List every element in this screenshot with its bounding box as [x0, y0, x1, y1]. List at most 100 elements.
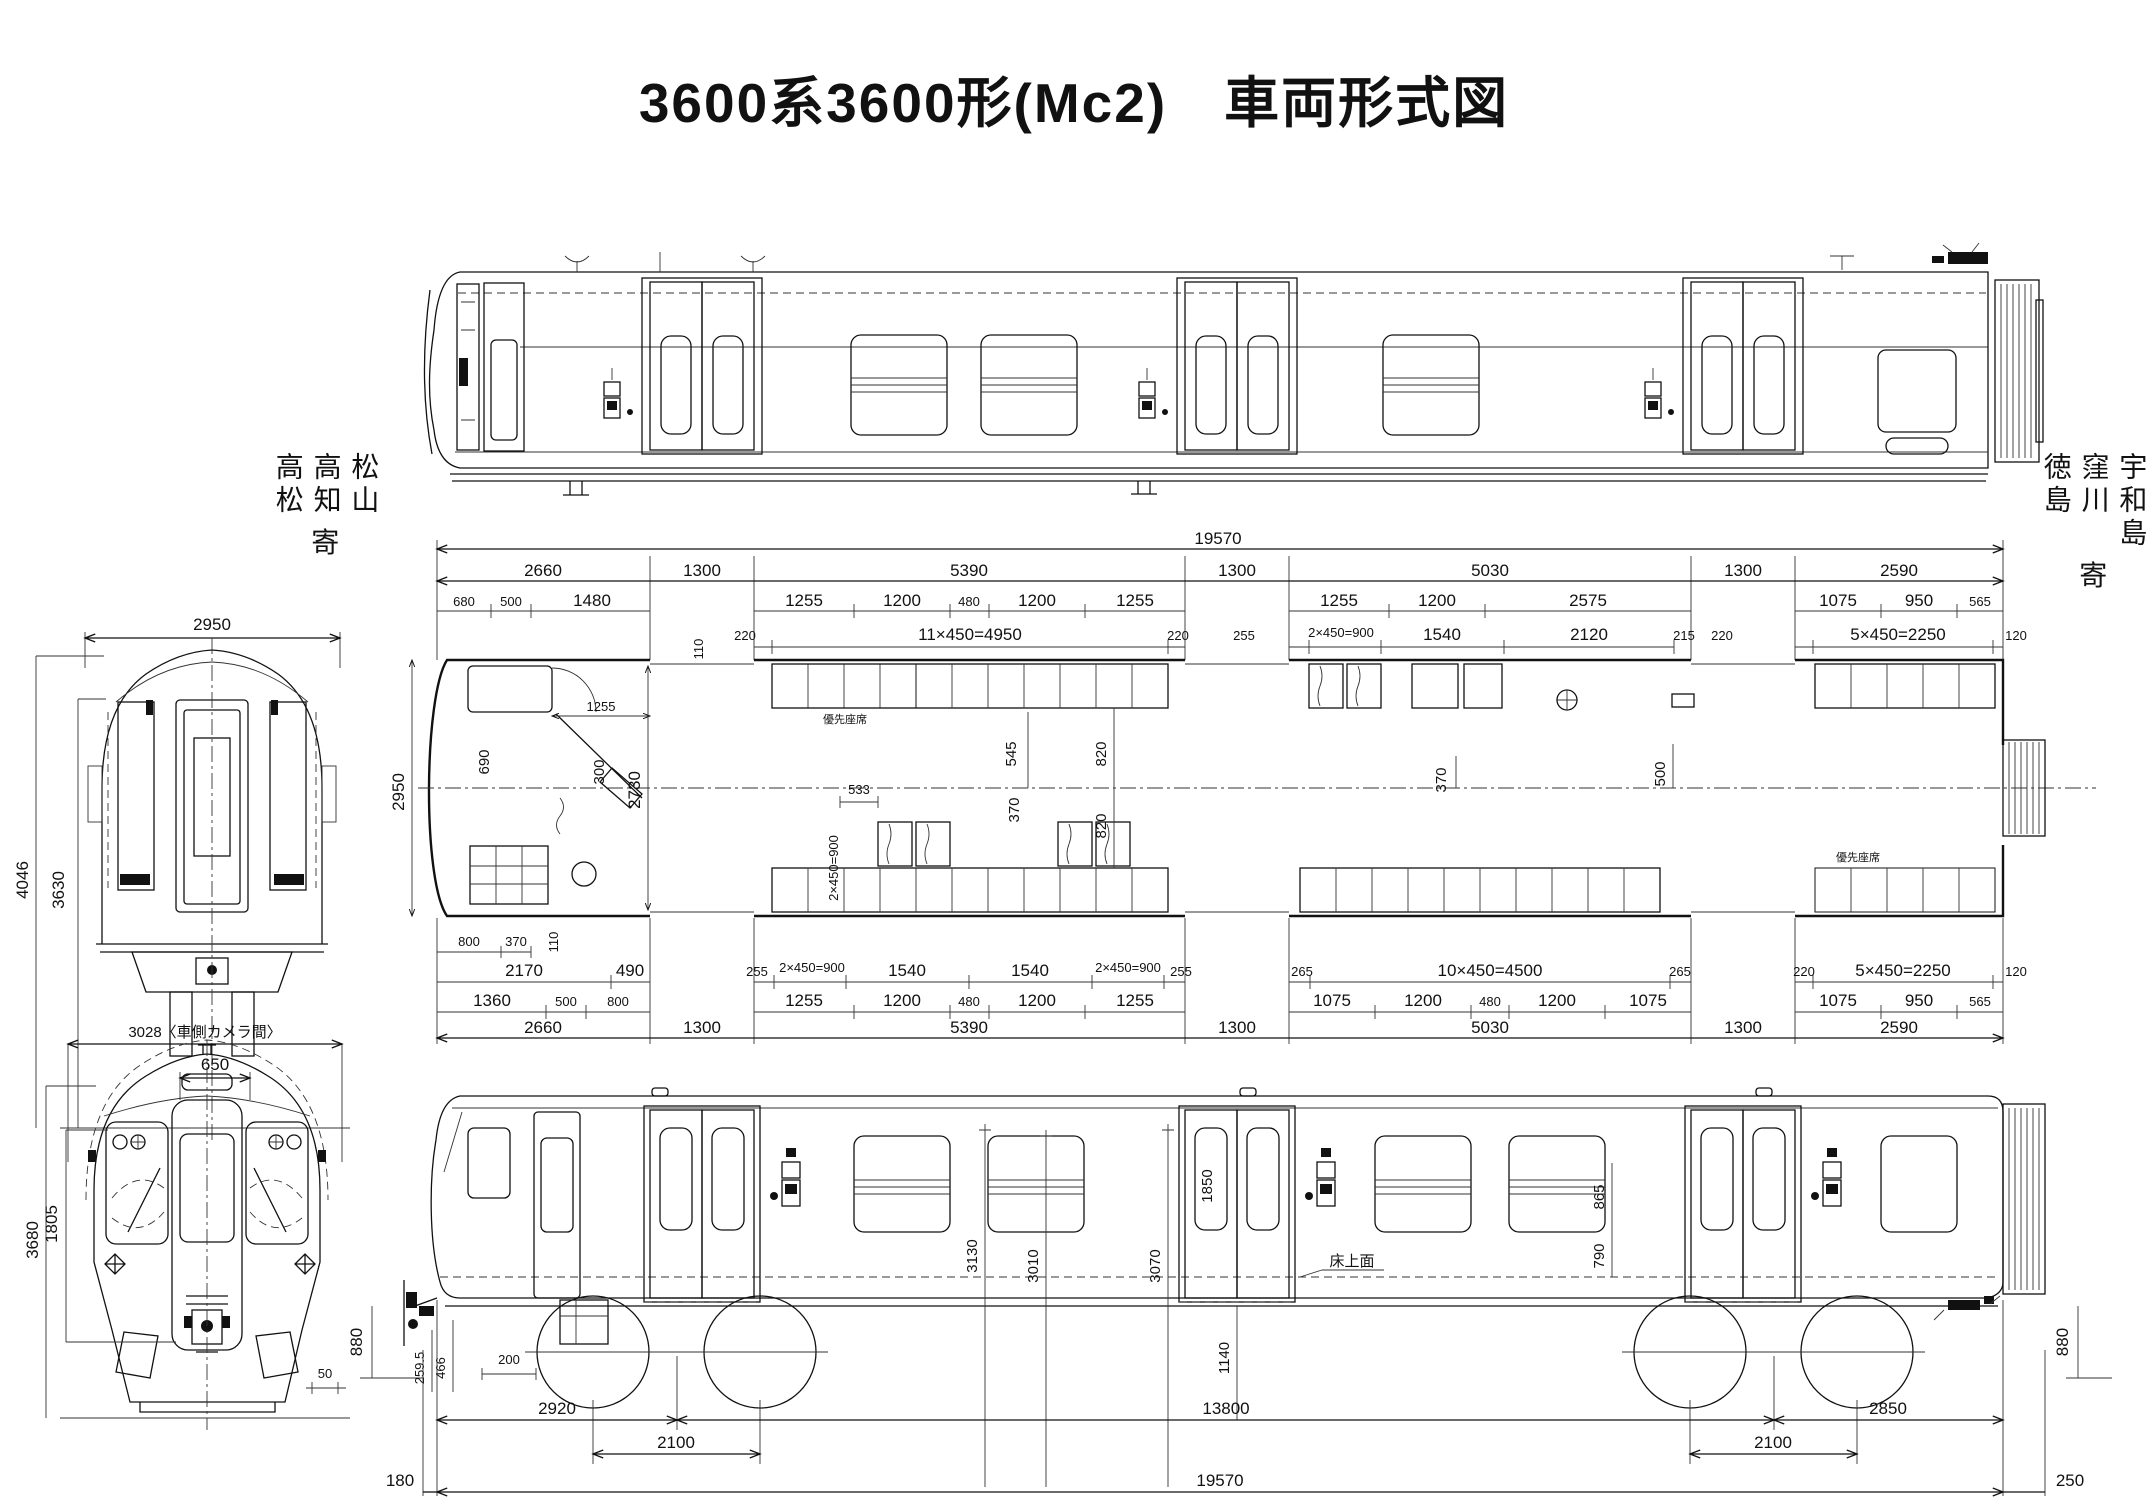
dim-label: 2×450=900: [826, 835, 841, 901]
dim-label: 2100: [1754, 1433, 1792, 1452]
dim-label: 265: [1669, 964, 1691, 979]
side-window: [1382, 334, 1480, 436]
coupler-left: [403, 1280, 438, 1346]
dim-label: 2590: [1880, 1018, 1918, 1037]
side-window: [987, 1135, 1085, 1233]
priority-seat-label: 優先座席: [1836, 850, 1880, 864]
door-control-icon: [770, 1148, 801, 1207]
dim-label: 110: [546, 932, 561, 953]
direction-right-suffix: 寄: [2079, 560, 2108, 591]
pole-symbol: [1556, 689, 1578, 711]
dim-label: 259.5: [412, 1352, 427, 1385]
side-window: [980, 334, 1078, 436]
dim-label: 790: [1591, 1243, 1608, 1268]
roof-vent: [1755, 1087, 1773, 1097]
dim-label: 565: [1969, 594, 1991, 609]
wiper-icon: [253, 1167, 287, 1233]
jack-point-icon: [294, 1253, 316, 1275]
drawing-title: 3600系3600形(Mc2) 車両形式図: [638, 72, 1510, 134]
priority-seat-area: [1814, 867, 1996, 913]
dim-label: 120: [2005, 964, 2027, 979]
coupler-right: [1933, 1295, 2001, 1321]
cab-side-window: [467, 1127, 511, 1199]
gangway-bellows: [2002, 1103, 2046, 1295]
dim-label: 1075: [1629, 991, 1667, 1010]
dim-label: 500: [1652, 761, 1669, 786]
side-elevation: 3130 3010 3070 1850 1140 865 790 床上面 880…: [347, 1087, 2112, 1496]
dim-label: 370: [505, 934, 527, 949]
underframe: [131, 951, 293, 1057]
dim-label: 2660: [524, 561, 562, 580]
dim-label: 2660: [524, 1018, 562, 1037]
dim-label: 255: [1233, 628, 1255, 643]
dim-label: 220: [1711, 628, 1733, 643]
skirt-vent: [115, 1331, 159, 1379]
roof-vent: [651, 1087, 669, 1097]
dim-label: 1075: [1819, 991, 1857, 1010]
dim-label: 865: [1591, 1184, 1608, 1209]
direction-left-col: 高松: [272, 452, 304, 518]
double-door: [641, 277, 763, 455]
dim-label: 480: [958, 594, 980, 609]
dim-label: 19570: [1194, 529, 1241, 548]
direction-right-col: 徳島: [2040, 452, 2072, 518]
floor-plan-body: 優先座席: [389, 658, 2096, 918]
dim-label: 2950: [389, 773, 408, 811]
dim-label: 5390: [950, 1018, 988, 1037]
dim-label: 650: [201, 1055, 229, 1074]
dim-label: 500: [500, 594, 522, 609]
door-control-icon: [603, 368, 633, 419]
roof-equipment: [1932, 242, 1988, 264]
dim-label: 690: [476, 749, 493, 774]
side-equipment: [321, 765, 337, 823]
direction-left-col: 松山: [348, 452, 380, 518]
dim-label: 3630: [49, 871, 68, 909]
dim-label: 19570: [1196, 1471, 1243, 1490]
dim-label: 1300: [1218, 1018, 1256, 1037]
dim-label: 5030: [1471, 1018, 1509, 1037]
dim-label: 1200: [883, 591, 921, 610]
dim-label: 300: [591, 759, 608, 784]
dim-label: 1300: [683, 561, 721, 580]
cab-body-outline: [93, 1053, 321, 1403]
dim-label: 1255: [587, 699, 616, 714]
direction-label-right: 徳島 窪川 宇和島 寄: [2040, 452, 2148, 592]
cab-interior: [467, 665, 643, 905]
direction-right-col: 窪川: [2078, 452, 2110, 518]
headlight-icon: [268, 1134, 302, 1150]
door-control-icon: [1305, 1148, 1336, 1207]
door-control-icon: [1138, 368, 1168, 419]
dim-label: 2×450=900: [779, 960, 845, 975]
dim-label: 1255: [1116, 591, 1154, 610]
side-window: [850, 334, 948, 436]
dim-label: 1140: [1216, 1342, 1233, 1374]
dim-label: 2120: [1570, 625, 1608, 644]
dim-label: 1540: [1423, 625, 1461, 644]
double-door: [1176, 277, 1298, 455]
equipment-cabinet: [1411, 663, 1459, 709]
windshield-left: [105, 1121, 169, 1245]
dim-label: 480: [958, 994, 980, 1009]
plan-bottom-dimensions: 800 370 110 2170 490 255 2×450=900 1540 …: [437, 918, 2027, 1044]
dim-label: 880: [347, 1328, 366, 1356]
dim-label: 120: [2005, 628, 2027, 643]
end-window: [1880, 1135, 1958, 1233]
dim-label: 200: [498, 1352, 520, 1367]
side-camera-icon: [318, 1150, 326, 1162]
dim-label: 1255: [785, 991, 823, 1010]
dim-label: 215: [1673, 628, 1695, 643]
dim-label: 2590: [1880, 561, 1918, 580]
dim-label: 1200: [1018, 991, 1056, 1010]
dim-label: 370: [1433, 767, 1450, 792]
equipment-cabinet: [1463, 663, 1503, 709]
dim-label: 255: [1170, 964, 1192, 979]
double-door: [1682, 277, 1804, 455]
priority-seat-area: [771, 663, 917, 709]
antenna-icon: [564, 255, 590, 272]
direction-right-col: 宇和島: [2116, 452, 2148, 551]
dim-label: 11×450=4950: [918, 625, 1022, 644]
wiper-icon: [127, 1167, 161, 1233]
roof-vent: [1239, 1087, 1257, 1097]
